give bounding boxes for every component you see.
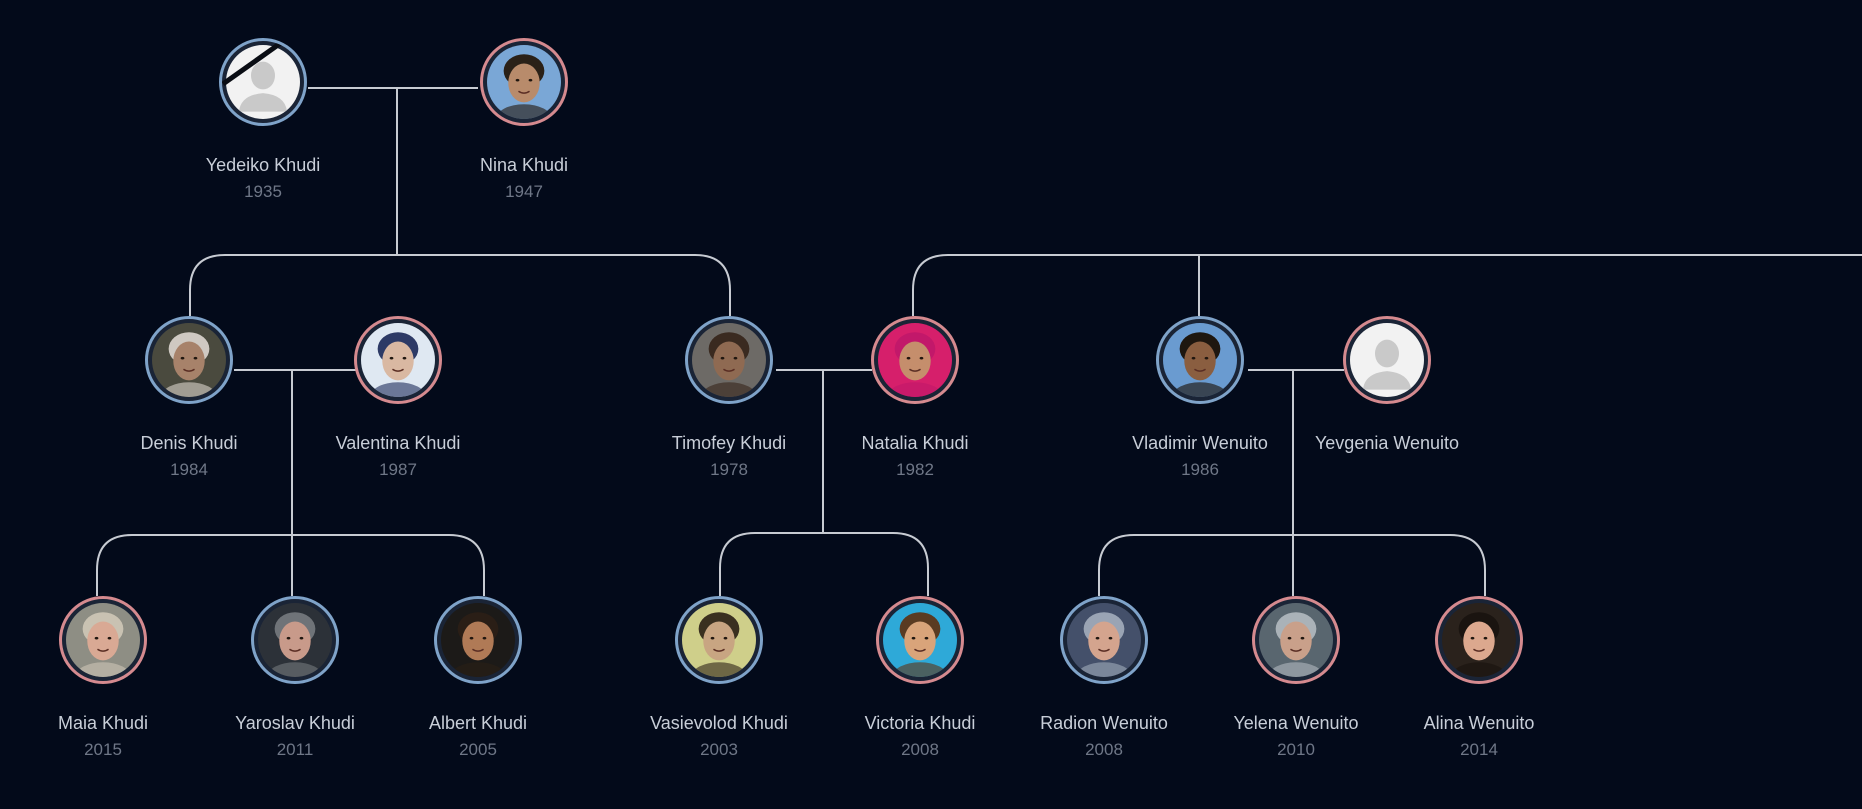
profile-photo bbox=[1442, 603, 1516, 677]
sibling-line-vasievolod-victoria bbox=[720, 533, 928, 596]
person-name: Yedeiko Khudi bbox=[163, 154, 363, 176]
person-name: Yevgenia Wenuito bbox=[1287, 432, 1487, 454]
person-name: Nina Khudi bbox=[424, 154, 624, 176]
avatar[interactable] bbox=[59, 596, 147, 684]
person-name: Maia Khudi bbox=[3, 712, 203, 734]
person-natalia[interactable]: Natalia Khudi 1982 bbox=[815, 316, 1015, 480]
profile-photo bbox=[152, 323, 226, 397]
birth-year: 2015 bbox=[3, 740, 203, 760]
person-name: Alina Wenuito bbox=[1379, 712, 1579, 734]
avatar[interactable] bbox=[871, 316, 959, 404]
person-vasievolod[interactable]: Vasievolod Khudi 2003 bbox=[619, 596, 819, 760]
sibling-line-natalia-vladimir bbox=[913, 255, 1862, 316]
avatar[interactable] bbox=[1060, 596, 1148, 684]
person-valentina[interactable]: Valentina Khudi 1987 bbox=[298, 316, 498, 480]
birth-year: 1982 bbox=[815, 460, 1015, 480]
birth-year: 2008 bbox=[820, 740, 1020, 760]
profile-photo bbox=[487, 45, 561, 119]
avatar-placeholder[interactable] bbox=[219, 38, 307, 126]
person-yedeiko[interactable]: Yedeiko Khudi 1935 bbox=[163, 38, 363, 202]
person-name: Yaroslav Khudi bbox=[195, 712, 395, 734]
person-name: Albert Khudi bbox=[378, 712, 578, 734]
birth-year: 1978 bbox=[629, 460, 829, 480]
birth-year: 2014 bbox=[1379, 740, 1579, 760]
person-denis[interactable]: Denis Khudi 1984 bbox=[89, 316, 289, 480]
avatar[interactable] bbox=[480, 38, 568, 126]
person-alina[interactable]: Alina Wenuito 2014 bbox=[1379, 596, 1579, 760]
person-name: Radion Wenuito bbox=[1004, 712, 1204, 734]
person-radion[interactable]: Radion Wenuito 2008 bbox=[1004, 596, 1204, 760]
profile-photo bbox=[1067, 603, 1141, 677]
avatar[interactable] bbox=[434, 596, 522, 684]
avatar-placeholder[interactable] bbox=[1343, 316, 1431, 404]
person-name: Yelena Wenuito bbox=[1196, 712, 1396, 734]
birth-year: 2008 bbox=[1004, 740, 1204, 760]
person-albert[interactable]: Albert Khudi 2005 bbox=[378, 596, 578, 760]
person-yelena[interactable]: Yelena Wenuito 2010 bbox=[1196, 596, 1396, 760]
birth-year: 2010 bbox=[1196, 740, 1396, 760]
person-name: Vladimir Wenuito bbox=[1100, 432, 1300, 454]
profile-photo bbox=[1163, 323, 1237, 397]
birth-year: 1984 bbox=[89, 460, 289, 480]
birth-year: 1986 bbox=[1100, 460, 1300, 480]
profile-photo bbox=[878, 323, 952, 397]
profile-photo bbox=[1350, 323, 1424, 397]
birth-year: 2005 bbox=[378, 740, 578, 760]
avatar[interactable] bbox=[1252, 596, 1340, 684]
person-name: Valentina Khudi bbox=[298, 432, 498, 454]
person-nina[interactable]: Nina Khudi 1947 bbox=[424, 38, 624, 202]
avatar[interactable] bbox=[1435, 596, 1523, 684]
birth-year: 1987 bbox=[298, 460, 498, 480]
profile-photo bbox=[1259, 603, 1333, 677]
avatar[interactable] bbox=[354, 316, 442, 404]
profile-photo bbox=[441, 603, 515, 677]
profile-photo bbox=[692, 323, 766, 397]
person-name: Natalia Khudi bbox=[815, 432, 1015, 454]
person-yaroslav[interactable]: Yaroslav Khudi 2011 bbox=[195, 596, 395, 760]
avatar[interactable] bbox=[251, 596, 339, 684]
person-victoria[interactable]: Victoria Khudi 2008 bbox=[820, 596, 1020, 760]
avatar[interactable] bbox=[1156, 316, 1244, 404]
profile-photo bbox=[883, 603, 957, 677]
avatar[interactable] bbox=[876, 596, 964, 684]
sibling-line-maia-albert bbox=[97, 535, 484, 596]
birth-year: 2011 bbox=[195, 740, 395, 760]
person-name: Victoria Khudi bbox=[820, 712, 1020, 734]
profile-photo bbox=[66, 603, 140, 677]
person-name: Timofey Khudi bbox=[629, 432, 829, 454]
sibling-line-denis-timofey bbox=[190, 255, 730, 316]
avatar[interactable] bbox=[685, 316, 773, 404]
birth-year: 1935 bbox=[163, 182, 363, 202]
person-vladimir[interactable]: Vladimir Wenuito 1986 bbox=[1100, 316, 1300, 480]
deceased-ribbon-icon bbox=[219, 38, 307, 126]
person-maia[interactable]: Maia Khudi 2015 bbox=[3, 596, 203, 760]
person-yevgenia[interactable]: Yevgenia Wenuito bbox=[1287, 316, 1487, 460]
profile-photo bbox=[258, 603, 332, 677]
avatar[interactable] bbox=[145, 316, 233, 404]
person-timofey[interactable]: Timofey Khudi 1978 bbox=[629, 316, 829, 480]
person-name: Denis Khudi bbox=[89, 432, 289, 454]
profile-photo bbox=[682, 603, 756, 677]
avatar[interactable] bbox=[675, 596, 763, 684]
birth-year: 2003 bbox=[619, 740, 819, 760]
person-name: Vasievolod Khudi bbox=[619, 712, 819, 734]
birth-year: 1947 bbox=[424, 182, 624, 202]
profile-photo bbox=[361, 323, 435, 397]
